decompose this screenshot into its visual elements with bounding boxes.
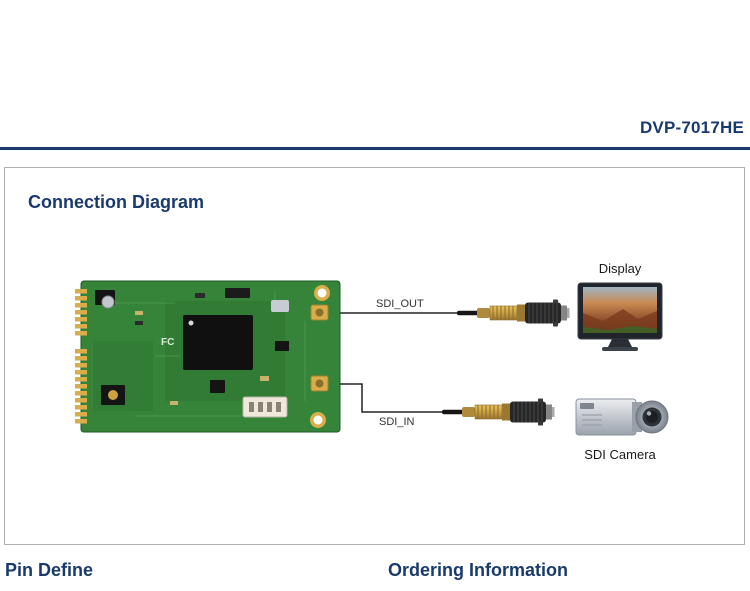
- header-divider: [0, 147, 750, 150]
- model-number: DVP-7017HE: [639, 118, 744, 137]
- sdi-out-label: SDI_OUT: [376, 298, 424, 310]
- section-title: Connection Diagram: [28, 192, 205, 212]
- sdi-in-label: SDI_IN: [379, 416, 415, 428]
- pin-define-title: Pin Define: [5, 560, 94, 580]
- ordering-information-title: Ordering Information: [388, 560, 568, 580]
- pcb-image: FC: [75, 280, 341, 433]
- camera-icon: [575, 398, 669, 436]
- connection-lines: [328, 312, 457, 413]
- fcc-marking: FC: [161, 337, 174, 348]
- bnc-connector-out-icon: [456, 299, 570, 327]
- camera-label: SDI Camera: [584, 447, 656, 462]
- display-label: Display: [598, 261, 642, 276]
- connection-diagram-graphic: FC: [75, 280, 669, 436]
- display-icon: [577, 282, 663, 351]
- bnc-connector-in-icon: [441, 398, 555, 426]
